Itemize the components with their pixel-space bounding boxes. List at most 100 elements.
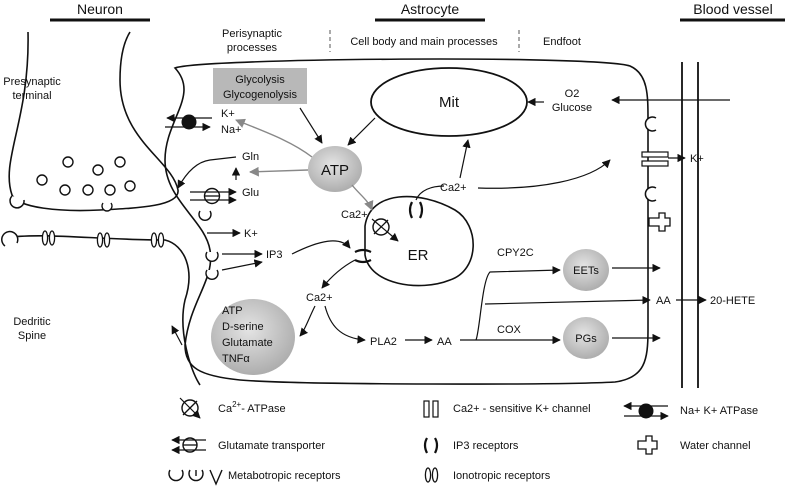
aa-right-label: AA bbox=[656, 295, 671, 307]
ca-release-path bbox=[415, 185, 445, 201]
ca-mid-label: Ca2+ bbox=[306, 292, 333, 304]
glycolysis-to-atp-arrow bbox=[299, 107, 323, 144]
dendritic-spine bbox=[4, 234, 201, 386]
aa-mid-label: AA bbox=[437, 336, 452, 348]
astro-metabotropic-icons bbox=[205, 251, 219, 280]
legend-ca-k-channel-label: Ca2+ - sensitive K+ channel bbox=[453, 403, 591, 415]
ca-to-endfoot-arrow bbox=[477, 159, 611, 189]
ca-to-pla2-arrow bbox=[324, 305, 366, 344]
presynaptic-receptor-icon bbox=[9, 195, 25, 209]
gln-label: Gln bbox=[242, 151, 259, 163]
ip3-label: IP3 bbox=[266, 249, 283, 261]
release-dserine-label: D-serine bbox=[222, 321, 264, 333]
ca-out-label: Ca2+ bbox=[440, 182, 467, 194]
astrocyte-membrane bbox=[164, 58, 649, 385]
pgs-label: PGs bbox=[575, 333, 597, 345]
er-label: ER bbox=[408, 247, 429, 264]
pla2-label: PLA2 bbox=[370, 336, 397, 348]
release-to-neuron-arrow bbox=[171, 325, 183, 346]
endoplasmic-reticulum bbox=[364, 195, 474, 287]
k-plus-label-2: K+ bbox=[244, 228, 258, 240]
o2-label: O2 bbox=[565, 88, 580, 100]
atp-to-er-arrow bbox=[351, 184, 374, 211]
blood-vessel-header: Blood vessel bbox=[693, 1, 772, 17]
er-ip3-receptor-left-icon bbox=[354, 248, 372, 264]
spine-label-2: Spine bbox=[18, 330, 46, 342]
glu-label: Glu bbox=[242, 187, 259, 199]
presynaptic-terminal bbox=[8, 31, 179, 212]
legend-glutamate-transporter-label: Glutamate transporter bbox=[218, 440, 325, 452]
ip3-arrow-2 bbox=[221, 259, 263, 271]
endfoot-receptor-top-icon bbox=[644, 116, 657, 132]
synaptic-vesicles bbox=[36, 156, 136, 196]
ip3-to-er-arrow bbox=[291, 239, 351, 255]
eets-ball bbox=[563, 249, 609, 291]
er-ip3-receptor-top-icon bbox=[408, 201, 424, 219]
legend-metabotropic-label: Metabotropic receptors bbox=[228, 470, 341, 482]
presynaptic-label-2: terminal bbox=[12, 90, 51, 102]
legend-water-channel-label: Water channel bbox=[680, 440, 751, 452]
legend-ionotropic-label: Ionotropic receptors bbox=[453, 470, 551, 482]
perisynaptic-label-1: Perisynaptic bbox=[222, 28, 282, 40]
k-plus-end-label: K+ bbox=[690, 153, 704, 165]
perisynaptic-receptor-icon bbox=[198, 210, 212, 221]
perisynaptic-label-2: processes bbox=[227, 42, 278, 54]
mit-to-atp-arrow bbox=[347, 117, 376, 146]
cpy2c-arrow bbox=[475, 266, 561, 341]
presynaptic-label-1: Presynaptic bbox=[3, 76, 61, 88]
legend-ca-atpase-icon bbox=[179, 397, 201, 419]
pgs-ball bbox=[563, 317, 609, 359]
legend-na-k-atpase-icon bbox=[623, 401, 669, 421]
cox-label: COX bbox=[497, 324, 522, 336]
legend-na-k-atpase-label: Na+ K+ ATPase bbox=[680, 405, 758, 417]
atp-label: ATP bbox=[321, 162, 349, 179]
glutamate-transporter-icon bbox=[190, 187, 237, 205]
astrocyte-header: Astrocyte bbox=[401, 1, 460, 17]
legend: Ca2+- ATPase Glutamate transporter Metab… bbox=[168, 397, 758, 486]
spine-ionotropic-icons bbox=[41, 230, 165, 248]
hete-label: 20-HETE bbox=[710, 295, 755, 307]
glycogenolysis-label: Glycogenolysis bbox=[223, 89, 297, 101]
legend-ip3-receptors-icon bbox=[423, 437, 439, 454]
cell-body-label: Cell body and main processes bbox=[350, 36, 498, 48]
cpy2c-label: CPY2C bbox=[497, 247, 534, 259]
legend-ip3-receptors-label: IP3 receptors bbox=[453, 440, 519, 452]
release-glutamate-label: Glutamate bbox=[222, 337, 273, 349]
er-to-ca-mid-arrow bbox=[321, 259, 356, 289]
glycolysis-box bbox=[213, 68, 307, 104]
k-plus-label-1: K+ bbox=[221, 108, 235, 120]
endfoot-ca-k-channel-icon bbox=[641, 151, 669, 167]
legend-metabotropic-icons bbox=[168, 469, 223, 486]
na-k-atpase-icon bbox=[165, 113, 212, 132]
ca-er-label: Ca2+ bbox=[341, 209, 368, 221]
endfoot-receptor-bottom-icon bbox=[644, 186, 657, 202]
atp-ball bbox=[308, 146, 362, 192]
legend-glutamate-transporter-icon bbox=[171, 435, 206, 455]
atp-to-gln-arrow bbox=[249, 166, 309, 177]
ca-to-mit-arrow bbox=[459, 139, 471, 179]
legend-ca-atpase-label: Ca2+- ATPase bbox=[218, 400, 286, 415]
water-channel-icon bbox=[648, 212, 671, 232]
na-plus-label: Na+ bbox=[221, 124, 242, 136]
glucose-label: Glucose bbox=[552, 102, 592, 114]
spine-label-1: Dedritic bbox=[13, 316, 51, 328]
glycolysis-label: Glycolysis bbox=[235, 74, 285, 86]
neuron-header: Neuron bbox=[77, 1, 123, 17]
legend-ca-k-channel-icon bbox=[423, 400, 439, 418]
gliotransmitter-ball bbox=[211, 299, 295, 375]
aa-to-vessel-arrow bbox=[484, 295, 651, 305]
release-atp-label: ATP bbox=[222, 305, 243, 317]
legend-ionotropic-icon bbox=[424, 467, 439, 483]
ca-to-release-arrow bbox=[299, 305, 316, 337]
endfoot-label: Endfoot bbox=[543, 36, 581, 48]
eets-label: EETs bbox=[573, 265, 599, 277]
mitochondrion bbox=[370, 67, 528, 137]
release-tnf-label: TNFα bbox=[222, 353, 250, 365]
presynaptic-receptor-small-icon bbox=[101, 202, 113, 212]
ca-into-er-arrow bbox=[371, 218, 399, 242]
mit-label: Mit bbox=[439, 94, 460, 111]
atp-to-pump-arrow bbox=[235, 118, 313, 158]
spine-metabotropic-icon bbox=[1, 230, 19, 247]
legend-water-channel-icon bbox=[637, 435, 658, 455]
